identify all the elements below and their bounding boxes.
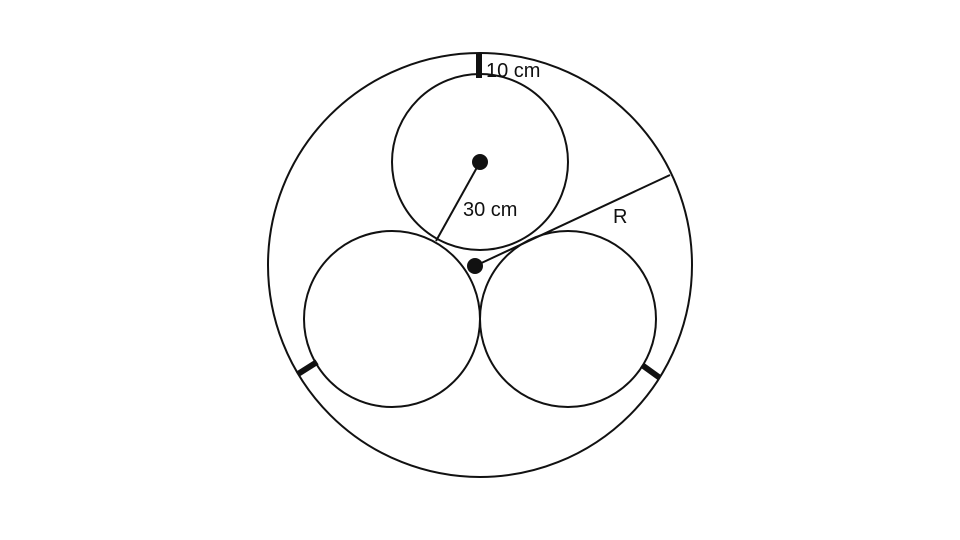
top-circle-center-dot: [472, 154, 488, 170]
gap-marker-left: [296, 359, 319, 377]
gap-marker-right: [640, 362, 662, 381]
bottom-left-inner-circle: [303, 230, 481, 408]
big-radius-label: R: [613, 206, 627, 228]
big-radius-line: [474, 174, 671, 267]
small-radius-label: 30 cm: [463, 199, 517, 221]
outer-circle-center-dot: [467, 258, 483, 274]
gap-label: 10 cm: [486, 60, 540, 82]
bottom-right-inner-circle: [479, 230, 657, 408]
small-radius-line: [435, 161, 481, 242]
